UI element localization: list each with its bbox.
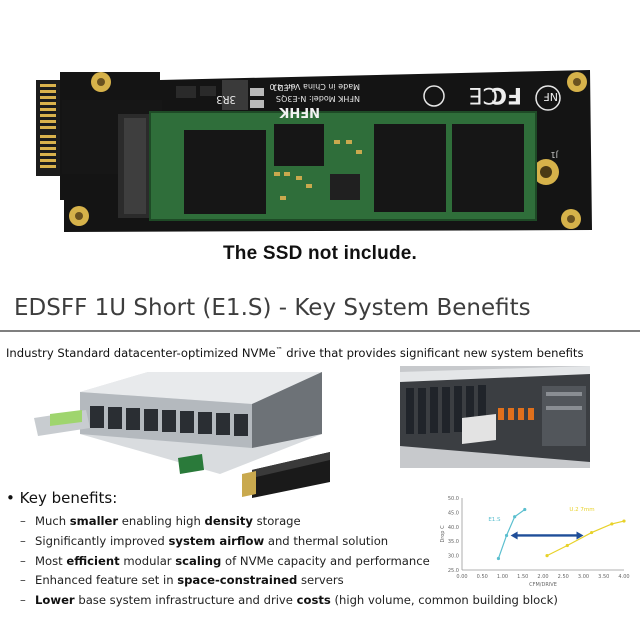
title-divider (0, 330, 640, 332)
data-point (565, 543, 569, 548)
inductor (222, 80, 248, 110)
data-point (523, 507, 527, 512)
j1-label: J1 (551, 150, 559, 159)
data-point (504, 533, 509, 538)
key-benefits-heading: • Key benefits: (6, 489, 118, 507)
data-point (590, 530, 594, 535)
ssd-not-included-caption: The SSD not include. (222, 243, 417, 264)
pcie-edge-connector (36, 80, 62, 176)
list-item: –Much smaller enabling high density stor… (20, 514, 301, 528)
x-tick-label: 0.50 (477, 574, 488, 580)
svg-text:FC: FC (491, 82, 522, 107)
y-axis-label: Drop C (440, 525, 446, 543)
list-item: –Most efficient modular scaling of NVMe … (20, 553, 430, 568)
list-item: –Lower base system infrastructure and dr… (20, 593, 558, 608)
inductor-label: 3R3 (216, 93, 236, 106)
ssd-chips (184, 124, 524, 214)
model-label: NFHK Model: N-E3QS (276, 94, 360, 103)
x-tick-label: 1.50 (517, 574, 528, 580)
series-line (497, 509, 526, 559)
slide-title: EDSFF 1U Short (E1.S) - Key System Benef… (14, 295, 531, 321)
data-point (610, 522, 614, 526)
list-item: –Enhanced feature set in space-constrain… (20, 573, 344, 588)
adapter-board-photo: 3R3 LED1 NFHK NFHK Model: N-E3QS Made in… (0, 0, 640, 240)
series-label: E1.S (488, 517, 501, 523)
made-in-label: Made in China Ver: 4.0 (270, 82, 360, 91)
certification-marks: CE FC NF (423, 82, 561, 111)
server-chassis-illustration (34, 372, 330, 498)
data-point (496, 556, 501, 561)
data-point (513, 515, 517, 519)
y-tick-label: 45.0 (448, 510, 459, 516)
thermal-chart: 0.00 0.50 1.00 1.50 2.00 2.50 3.00 3.50 4.00 25.0… (440, 496, 630, 588)
mounting-holes (69, 72, 587, 229)
y-tick-label: 35.0 (448, 539, 459, 545)
arrow-head-right (576, 531, 584, 540)
arrow-head-left (510, 531, 518, 540)
series-label: U.2 7mm (569, 507, 594, 513)
x-tick-label: 0.00 (456, 574, 467, 580)
key-benefits-list: –Much smaller enabling high density stor… (20, 512, 558, 611)
svg-text:NF: NF (543, 90, 558, 103)
y-tick-label: 40.0 (448, 525, 459, 531)
x-tick-label: 4.00 (618, 574, 629, 580)
y-tick-label: 25.0 (448, 568, 459, 574)
brand-label: NFHK (278, 104, 320, 119)
data-point (622, 519, 626, 523)
data-point (545, 554, 549, 558)
slide-subtitle: Industry Standard datacenter-optimized N… (6, 346, 584, 360)
series-line (546, 520, 625, 557)
list-item: –Significantly improved system airflow a… (20, 533, 389, 548)
x-tick-label: 3.00 (578, 574, 589, 580)
svg-text:CE: CE (469, 82, 498, 107)
x-tick-label: 1.00 (497, 574, 508, 580)
y-tick-label: 50.0 (448, 496, 459, 502)
x-tick-label: 2.50 (558, 574, 569, 580)
x-tick-label: 2.00 (537, 574, 548, 580)
led-label: LED1 (272, 83, 293, 92)
y-tick-label: 30.0 (448, 554, 459, 560)
x-axis-label: CFM/DRIVE (529, 582, 557, 588)
rack-server-photo (400, 366, 590, 468)
x-tick-label: 3.50 (598, 574, 609, 580)
